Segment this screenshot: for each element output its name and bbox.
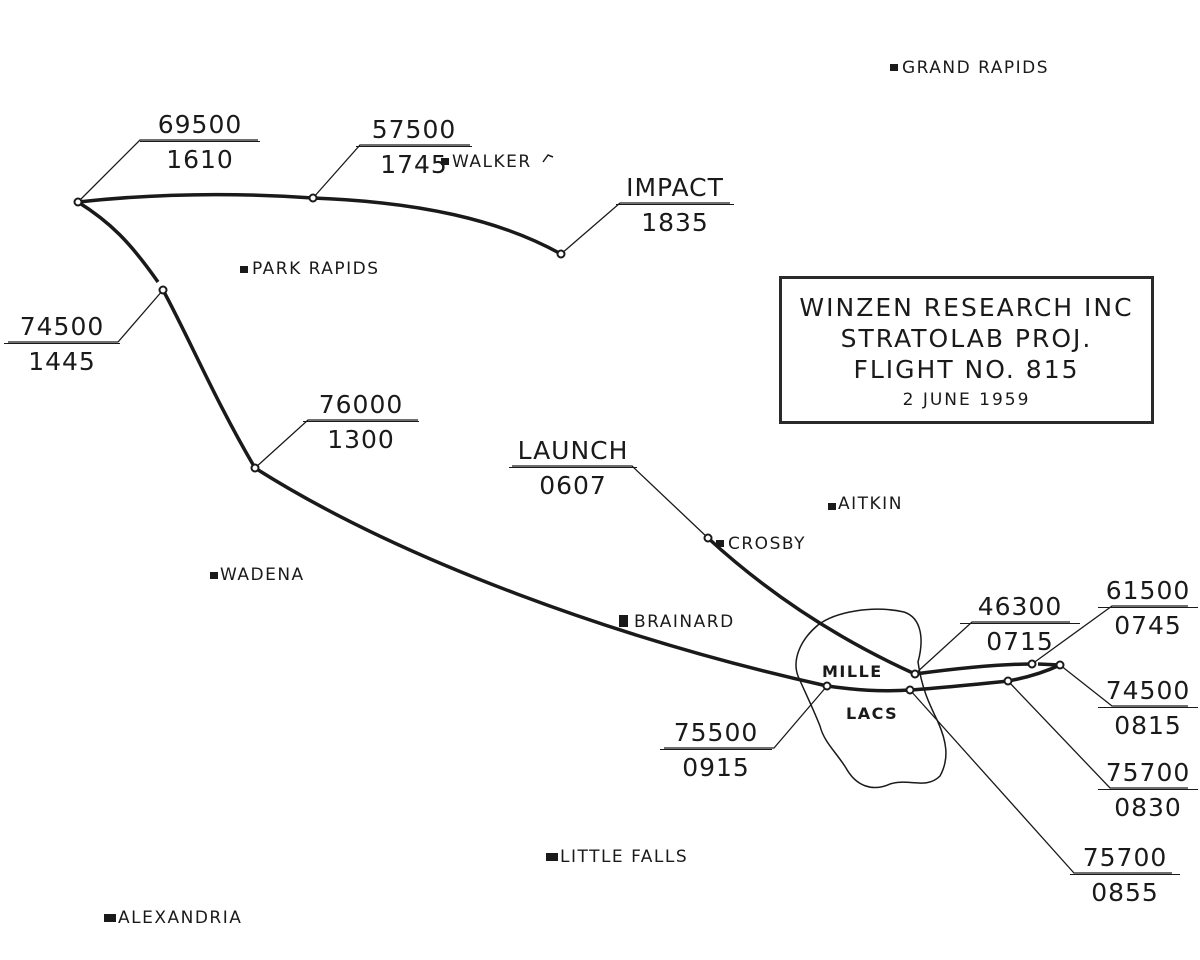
- title-project: STRATOLAB PROJ.: [840, 324, 1093, 353]
- leader-impact: [560, 202, 730, 255]
- annotation-0715: 46300 0715: [960, 594, 1080, 654]
- leader-0715: [914, 621, 1070, 675]
- track-0715-to-0745: [914, 662, 1033, 676]
- leader-1745: [312, 144, 470, 199]
- annotation-time: 1745: [380, 150, 448, 179]
- town-marker-wadena: [210, 572, 218, 579]
- town-marker-little-falls: [546, 853, 558, 861]
- town-marker-park-rapids: [240, 266, 248, 273]
- point-launch: [703, 533, 713, 543]
- title-organization: WINZEN RESEARCH INC: [799, 293, 1134, 322]
- leader-1445: [8, 289, 164, 343]
- town-alexandria: ALEXANDRIA: [118, 908, 243, 928]
- annotation-impact: IMPACT 1835: [616, 175, 734, 235]
- point-1745: [308, 193, 318, 203]
- lake-label-lacs: LACS: [846, 704, 899, 723]
- annotation-altitude: 75700: [1070, 845, 1180, 875]
- town-little-falls: LITTLE FALLS: [560, 847, 689, 867]
- leader-0855: [909, 689, 1172, 874]
- annotation-altitude: LAUNCH: [509, 438, 637, 468]
- annotation-time: 0815: [1114, 711, 1182, 740]
- point-1445: [158, 285, 168, 295]
- town-brainard: BRAINARD: [634, 612, 735, 632]
- town-marker-grand-rapids: [890, 64, 898, 71]
- town-wadena: WADENA: [220, 565, 305, 585]
- town-park-rapids: PARK RAPIDS: [252, 259, 380, 279]
- leader-launch: [512, 465, 709, 539]
- point-0715: [910, 669, 920, 679]
- point-0745: [1027, 659, 1037, 669]
- track-1745-to-impact: [312, 196, 562, 256]
- point-impact: [556, 249, 566, 259]
- annotation-1745: 57500 1745: [356, 117, 472, 177]
- leader-1300: [254, 419, 418, 469]
- annotation-altitude: 57500: [356, 117, 472, 147]
- leader-0815: [1059, 664, 1188, 707]
- leader-0915: [664, 685, 828, 749]
- town-marker-alexandria: [104, 914, 116, 922]
- annotation-time: 1445: [28, 347, 96, 376]
- annotation-altitude: 75500: [660, 720, 772, 750]
- fix-points: [73, 193, 1065, 695]
- town-crosby: CROSBY: [728, 534, 806, 554]
- track-1445-to-1610: [77, 200, 160, 284]
- annotation-altitude: 76000: [303, 392, 419, 422]
- annotation-launch: LAUNCH 0607: [509, 438, 637, 498]
- point-0815: [1055, 660, 1065, 670]
- town-grand-rapids: GRAND RAPIDS: [902, 58, 1050, 78]
- leader-0830: [1007, 680, 1188, 789]
- annotation-time: 0855: [1091, 878, 1159, 907]
- annotation-time: 0745: [1114, 611, 1182, 640]
- annotation-time: 0715: [986, 627, 1054, 656]
- annotation-altitude: IMPACT: [616, 175, 734, 205]
- track-0855-to-0915: [826, 684, 911, 693]
- annotation-altitude: 69500: [140, 112, 260, 142]
- title-flight-number: FLIGHT NO. 815: [853, 355, 1080, 384]
- town-walker: WALKER: [452, 152, 532, 172]
- annotation-0815: 74500 0815: [1098, 678, 1198, 738]
- annotation-time: 1610: [166, 145, 234, 174]
- annotation-1300: 76000 1300: [303, 392, 419, 452]
- point-1610: [73, 197, 83, 207]
- point-0915: [822, 681, 832, 691]
- annotation-0855: 75700 0855: [1070, 845, 1180, 905]
- annotation-0830: 75700 0830: [1098, 760, 1198, 820]
- lake-mille-lacs-outline: [795, 608, 947, 789]
- annotation-altitude: 74500: [1098, 678, 1198, 708]
- annotation-time: 0830: [1114, 793, 1182, 822]
- point-1300: [250, 463, 260, 473]
- annotation-altitude: 46300: [960, 594, 1080, 624]
- annotation-time: 1835: [641, 208, 709, 237]
- town-aitkin: AITKIN: [838, 494, 903, 514]
- point-0830: [1003, 676, 1013, 686]
- track-launch-to-0715: [706, 536, 916, 676]
- annotation-0915: 75500 0915: [660, 720, 772, 780]
- annotation-altitude: 75700: [1098, 760, 1198, 790]
- title-date: 2 JUNE 1959: [902, 390, 1031, 410]
- town-marker-brainard: [619, 615, 628, 627]
- town-marker-aitkin: [828, 503, 836, 510]
- town-marker-walker: [441, 158, 449, 165]
- leader-lines: [8, 139, 1188, 874]
- map-title-box: WINZEN RESEARCH INC STRATOLAB PROJ. FLIG…: [779, 276, 1154, 424]
- track-1610-to-1745: [77, 192, 314, 204]
- leader-1610: [77, 139, 258, 203]
- point-0855: [905, 685, 915, 695]
- track-0915-to-1300: [254, 466, 828, 688]
- leader-0745: [1031, 605, 1188, 665]
- annotation-1445: 74500 1445: [4, 314, 120, 374]
- annotation-time: 0607: [539, 471, 607, 500]
- lake-label-mille: MILLE: [822, 662, 883, 681]
- annotation-time: 1300: [327, 425, 395, 454]
- annotation-altitude: 74500: [4, 314, 120, 344]
- track-0830-to-0855: [909, 679, 1009, 692]
- annotation-time: 0915: [682, 753, 750, 782]
- town-marker-crosby: [716, 540, 724, 547]
- annotation-0745: 61500 0745: [1098, 578, 1198, 638]
- walker-mark: [542, 154, 554, 163]
- track-1300-to-1445: [161, 289, 257, 469]
- annotation-altitude: 61500: [1098, 578, 1198, 608]
- annotation-1610: 69500 1610: [140, 112, 260, 172]
